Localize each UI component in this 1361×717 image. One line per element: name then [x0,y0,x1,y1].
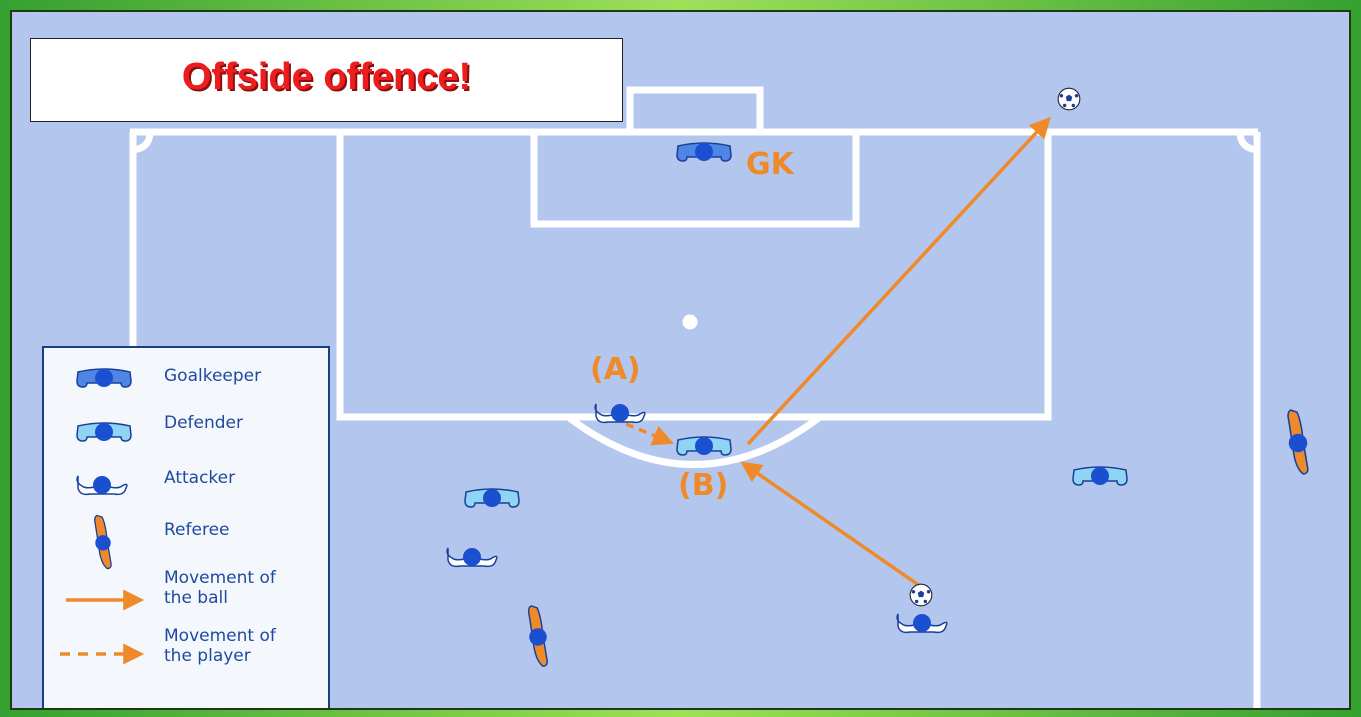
defender-icon-left [464,488,520,508]
title-box: Offside offence! [30,38,623,122]
legend-player-movement-label-2: the player [164,646,251,666]
legend-defender-label: Defender [164,413,244,433]
pitch-lines [129,86,1261,708]
legend-player-movement-label-1: Movement of [164,626,276,646]
penalty-spot [682,314,698,330]
legend: Goalkeeper Defender Attacker Referee Mov… [42,346,330,708]
ball-icon-top [1057,87,1081,111]
ball-icon-bottom [909,583,933,607]
pitch-diagram [129,86,1309,708]
legend-attacker-icon [76,475,128,496]
attacker-icon-left [446,547,498,568]
goal-net [626,86,764,132]
legend-ball-movement-label-1: Movement of [164,568,276,588]
shot-arrow-to-goal [746,116,1051,446]
pitch: GK (A) (B) Offside offence! Goalkeeper D… [10,10,1351,710]
legend-attacker-label: Attacker [164,468,236,488]
referee-icon-bottom [527,604,549,668]
legend-defender-icon [76,422,132,442]
legend-goalkeeper-label: Goalkeeper [164,366,262,386]
title: Offside offence! [181,55,472,98]
corner-arc-left [132,131,154,154]
legend-referee-label: Referee [164,520,230,540]
goalkeeper-icon [676,142,732,162]
label-a: (A) [590,352,641,387]
goal-area [530,128,860,228]
penalty-area [336,128,1052,421]
player-movement-arrow [625,422,674,446]
pass-arrow-to-b [740,461,921,588]
corner-arc-right [1236,131,1258,154]
penalty-arc [565,414,823,468]
defender-icon-b [676,436,732,456]
legend-goalkeeper-icon [76,368,132,388]
attacker-icon-a [594,403,646,424]
attacker-icon-passer [896,613,948,634]
label-b: (B) [678,468,729,503]
legend-icons [60,368,145,665]
assistant-referee-icon [1287,409,1309,475]
gk-label: GK [746,147,794,182]
legend-referee-icon [93,514,112,570]
legend-ball-movement-label-2: the ball [164,588,228,608]
defender-icon-right [1072,466,1128,486]
